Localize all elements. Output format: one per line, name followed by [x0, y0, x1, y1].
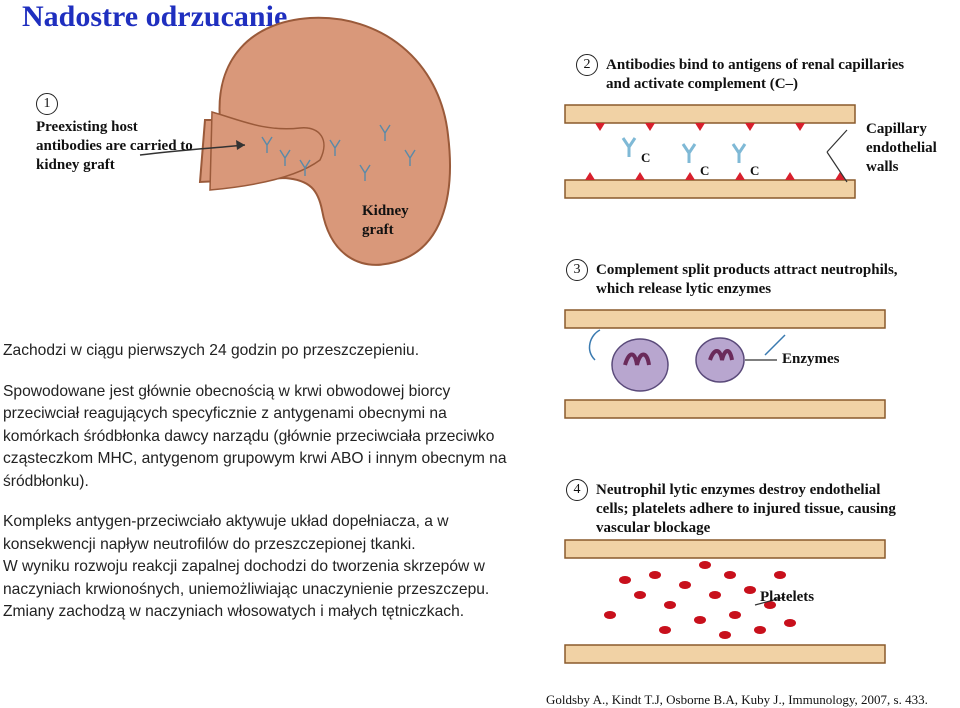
capillary-label: Capillary endothelial walls	[866, 120, 937, 177]
complement-symbol: C	[641, 150, 650, 165]
para-clots: W wyniku rozwoju reakcji zapalnej dochod…	[3, 556, 508, 601]
step-2-caption: Antibodies bind to antigens of renal cap…	[606, 56, 904, 94]
kidney-label-line: graft	[362, 221, 409, 240]
enzymes-label: Enzymes	[782, 350, 840, 369]
platelets-label: Platelets	[760, 588, 814, 607]
capillary-label-line: walls	[866, 158, 937, 177]
step-1-caption: Preexisting host antibodies are carried …	[36, 118, 193, 175]
step-2-number: 2	[576, 54, 598, 76]
step-1-line: Preexisting host	[36, 118, 193, 137]
step-1-number: 1	[36, 93, 58, 115]
para-complement: Kompleks antygen-przeciwciało aktywuje u…	[3, 511, 508, 556]
step-4-line: cells; platelets adhere to injured tissu…	[596, 500, 896, 519]
step-4-caption: Neutrophil lytic enzymes destroy endothe…	[596, 481, 896, 538]
para-cause: Spowodowane jest głównie obecnością w kr…	[3, 381, 508, 494]
kidney-label: Kidney graft	[362, 202, 409, 240]
step-3-caption: Complement split products attract neutro…	[596, 261, 898, 299]
para-timing: Zachodzi w ciągu pierwszych 24 godzin po…	[3, 340, 508, 363]
step-1-line: antibodies are carried to	[36, 137, 193, 156]
step-1-line: kidney graft	[36, 156, 193, 175]
body-text: Zachodzi w ciągu pierwszych 24 godzin po…	[3, 340, 508, 624]
step-3-line: Complement split products attract neutro…	[596, 261, 898, 280]
step-3-line: which release lytic enzymes	[596, 280, 898, 299]
capillary-panel-3	[565, 305, 895, 425]
complement-symbol: C	[750, 163, 759, 178]
step-3-number: 3	[566, 259, 588, 281]
step-2-line: Antibodies bind to antigens of renal cap…	[606, 56, 904, 75]
step-2-line: and activate complement (C‒)	[606, 75, 904, 94]
citation: Goldsby A., Kindt T.J, Osborne B.A, Kuby…	[546, 692, 928, 708]
capillary-panel-4	[565, 535, 885, 670]
step-4-number: 4	[566, 479, 588, 501]
capillary-label-line: Capillary	[866, 120, 937, 139]
para-vessels: Zmiany zachodzą w naczyniach włosowatych…	[3, 601, 508, 624]
step-4-line: Neutrophil lytic enzymes destroy endothe…	[596, 481, 896, 500]
complement-symbol: C	[700, 163, 709, 178]
kidney-label-line: Kidney	[362, 202, 409, 221]
capillary-panel-2: C C C	[565, 100, 855, 210]
capillary-label-line: endothelial	[866, 139, 937, 158]
